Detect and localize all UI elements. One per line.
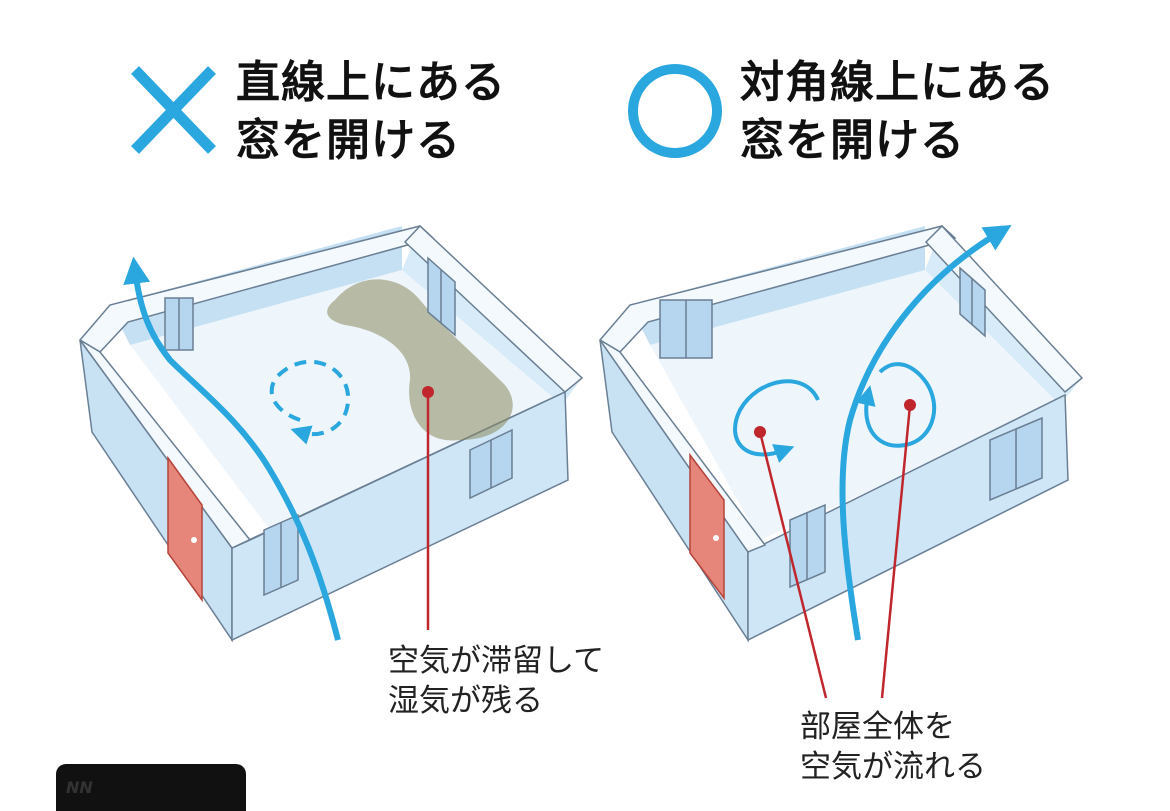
good-example-caption: 部屋全体を 空気が流れる	[800, 707, 986, 787]
good-caption-line-2: 空気が流れる	[800, 749, 986, 785]
bad-caption-line-2: 湿気が残る	[388, 683, 543, 719]
circle-icon	[628, 64, 722, 158]
good-caption-line-1: 部屋全体を	[800, 709, 955, 745]
door-right-room	[689, 452, 725, 601]
good-heading-line-2: 窓を開ける	[740, 115, 965, 166]
cross-icon	[131, 66, 216, 154]
window-right-room-front	[789, 503, 826, 589]
circulation-swirl-right	[856, 362, 937, 448]
good-heading-line-1: 対角線上にある	[740, 57, 1055, 108]
pointer-dot-right-1	[754, 426, 766, 438]
pointer-line-right-1	[758, 431, 828, 699]
bad-heading-line-2: 窓を開ける	[236, 115, 461, 166]
window-right-room-back	[659, 299, 713, 359]
bad-example-caption: 空気が滞留して 湿気が残る	[388, 641, 604, 721]
circulation-swirl-left	[733, 379, 820, 463]
window-right-room-front-right	[989, 416, 1043, 502]
window-front	[263, 513, 299, 597]
bad-caption-line-1: 空気が滞留して	[388, 643, 605, 679]
good-example-heading: 対角線上にある 窓を開ける	[740, 54, 1055, 170]
window-right-back	[427, 256, 456, 337]
bad-example-heading: 直線上にある 窓を開ける	[236, 54, 506, 170]
window-right-front	[469, 428, 513, 500]
door-left-room	[167, 455, 203, 603]
room-left	[78, 224, 584, 643]
room-right	[598, 224, 1084, 699]
logo-text: NN	[66, 778, 93, 797]
pointer-dot-left	[422, 386, 434, 398]
diagonal-airflow-arrow	[839, 225, 1012, 641]
stagnant-air-zone	[327, 279, 513, 441]
logo-bar: NN	[56, 764, 246, 811]
bad-heading-line-1: 直線上にある	[236, 57, 506, 108]
pointer-line-right-2	[880, 404, 912, 699]
window-right-room-side	[959, 266, 986, 338]
window-left-back	[164, 297, 194, 351]
stagnant-swirl-arrow	[269, 359, 351, 445]
straight-airflow-arrow	[123, 256, 341, 641]
pointer-dot-right-2	[904, 399, 916, 411]
